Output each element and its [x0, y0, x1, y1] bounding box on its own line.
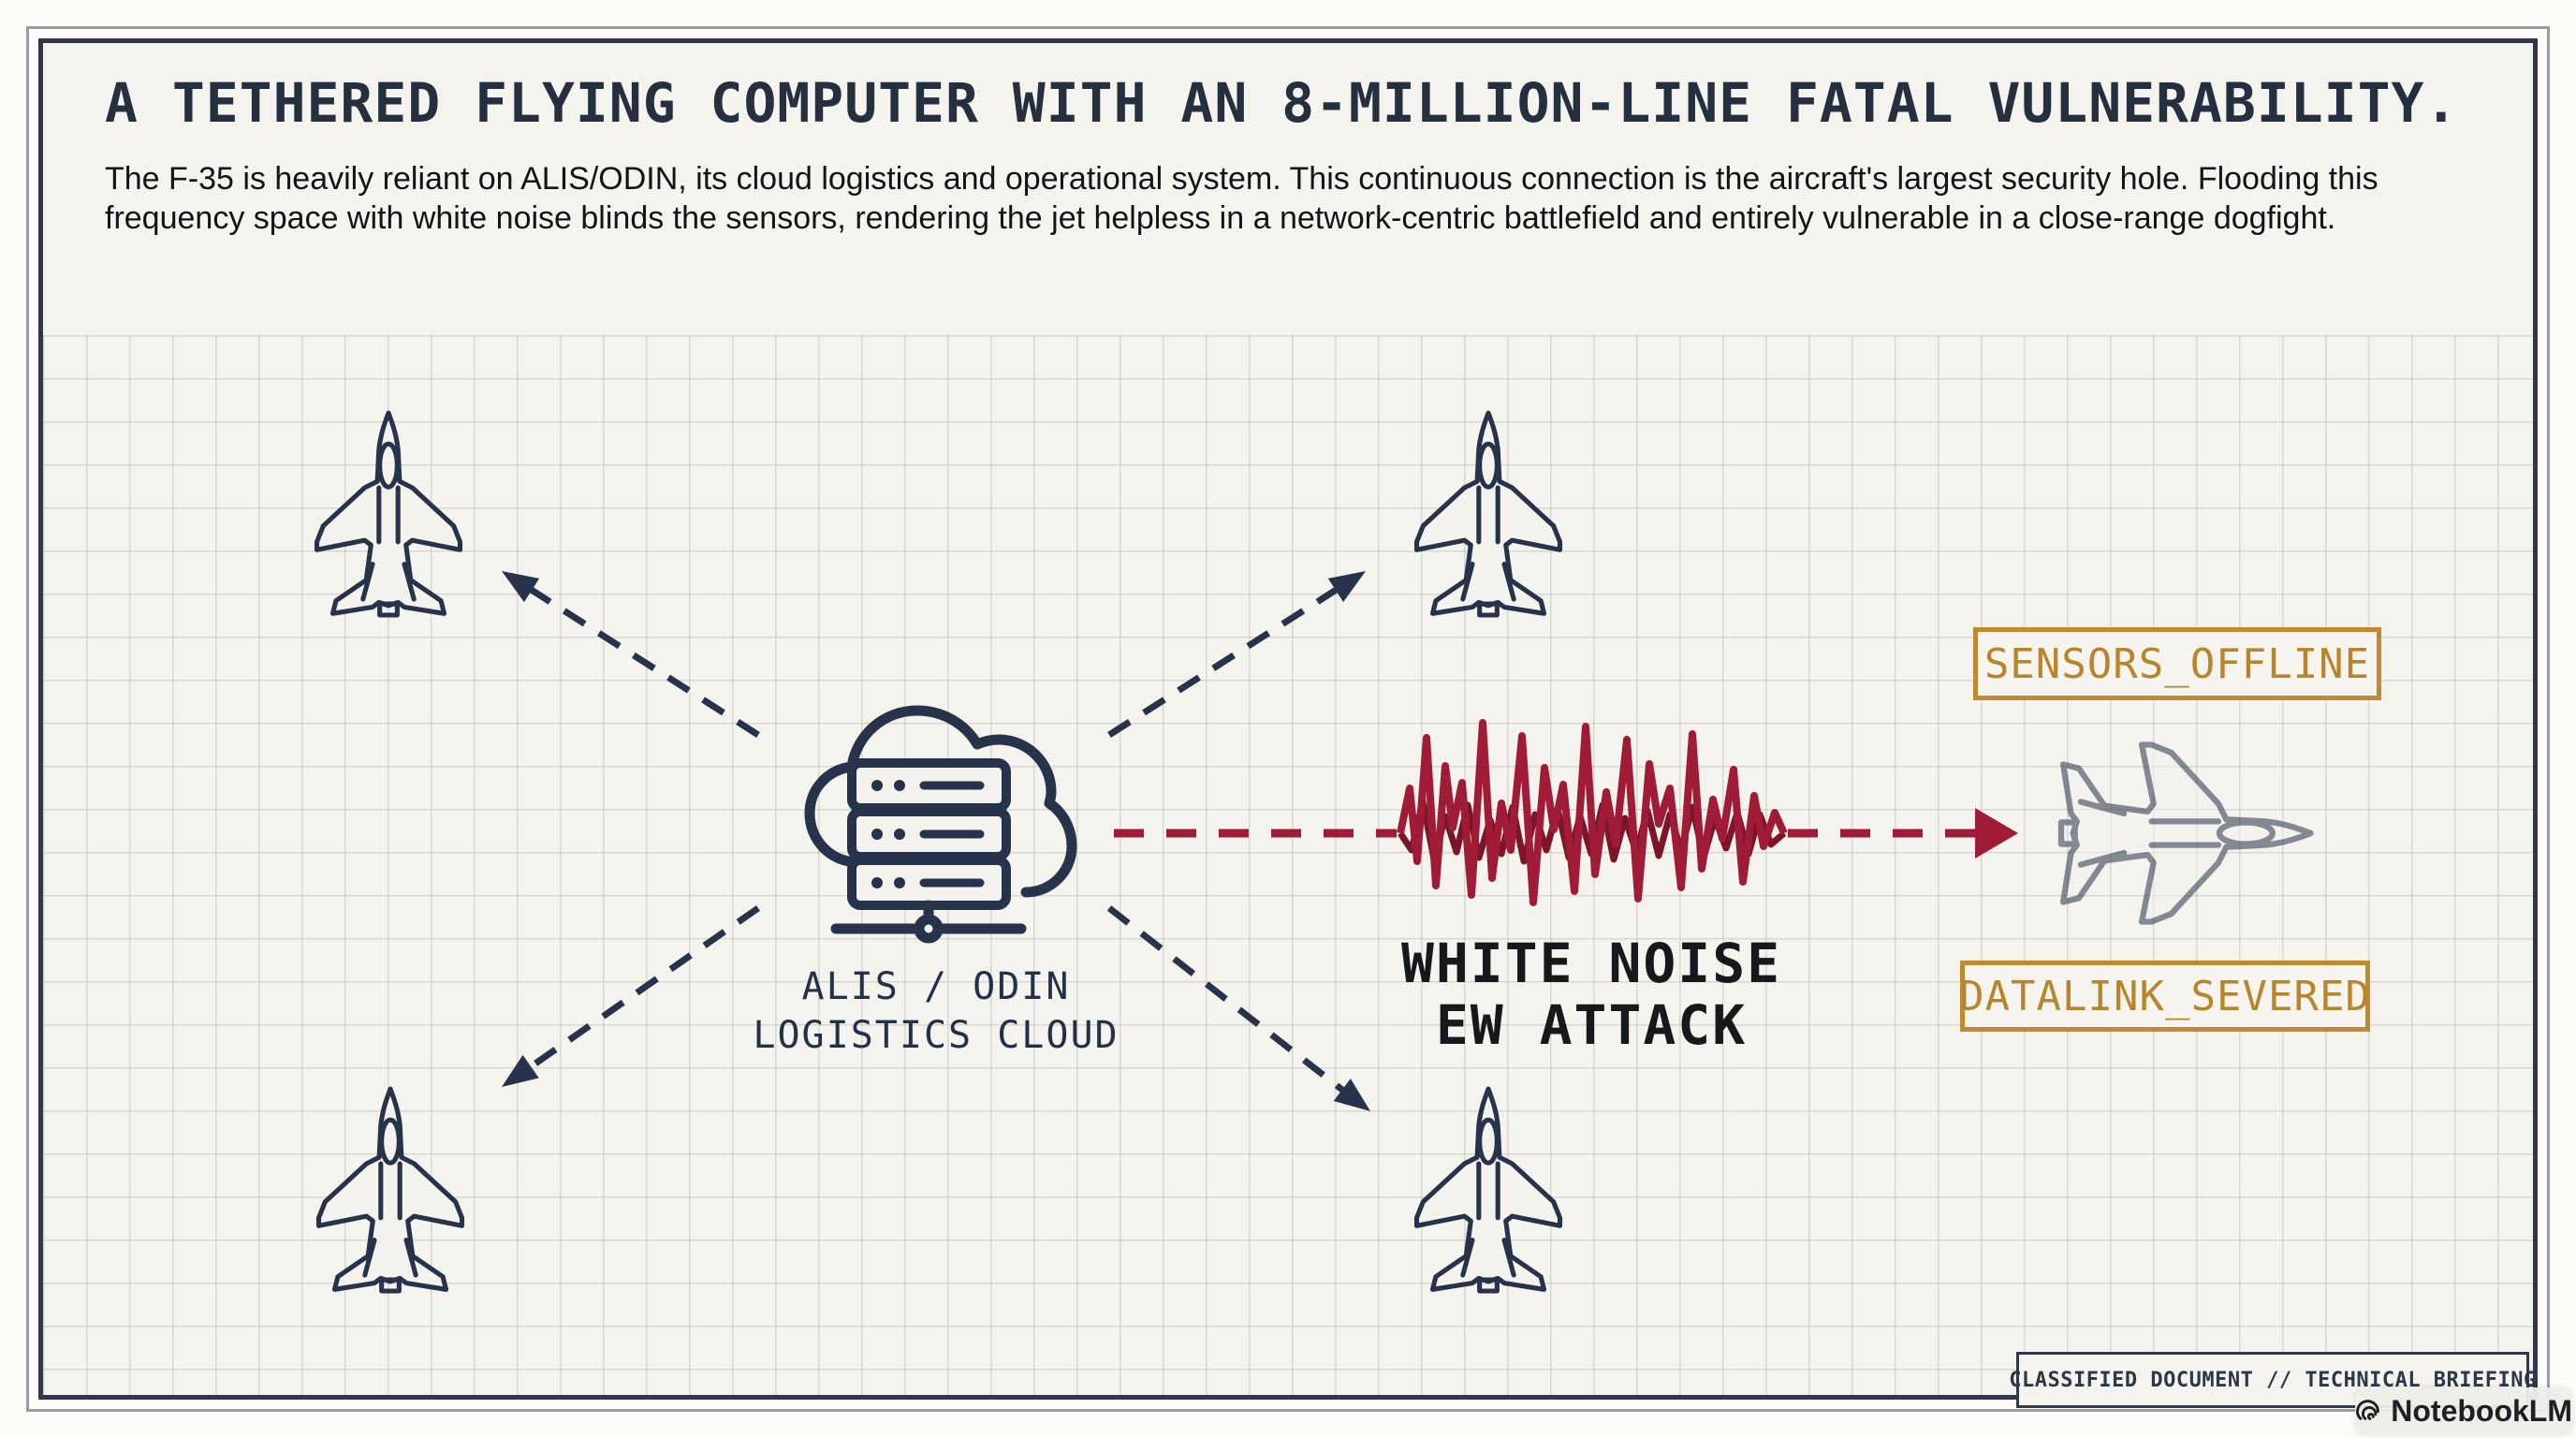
status-badge-datalink-severed: DATALINK_SEVERED	[1959, 961, 2370, 1032]
page-description: The F-35 is heavily reliant on ALIS/ODIN…	[105, 161, 2378, 236]
notebooklm-logo-icon	[2356, 1400, 2379, 1420]
frame-outer	[26, 26, 2550, 1412]
page-title: A TETHERED FLYING COMPUTER WITH AN 8-MIL…	[105, 71, 2459, 135]
notebooklm-badge[interactable]: NotebookLM	[2355, 1387, 2572, 1434]
status-badge-sensors-offline: SENSORS_OFFLINE	[1973, 627, 2381, 700]
cloud-node-label: ALIS / ODIN LOGISTICS CLOUD	[753, 965, 1120, 1057]
blueprint-grid-panel	[43, 335, 2533, 1395]
attack-label: WHITE NOISE EW ATTACK	[1400, 932, 1782, 1057]
notebooklm-label: NotebookLM	[2391, 1393, 2572, 1428]
